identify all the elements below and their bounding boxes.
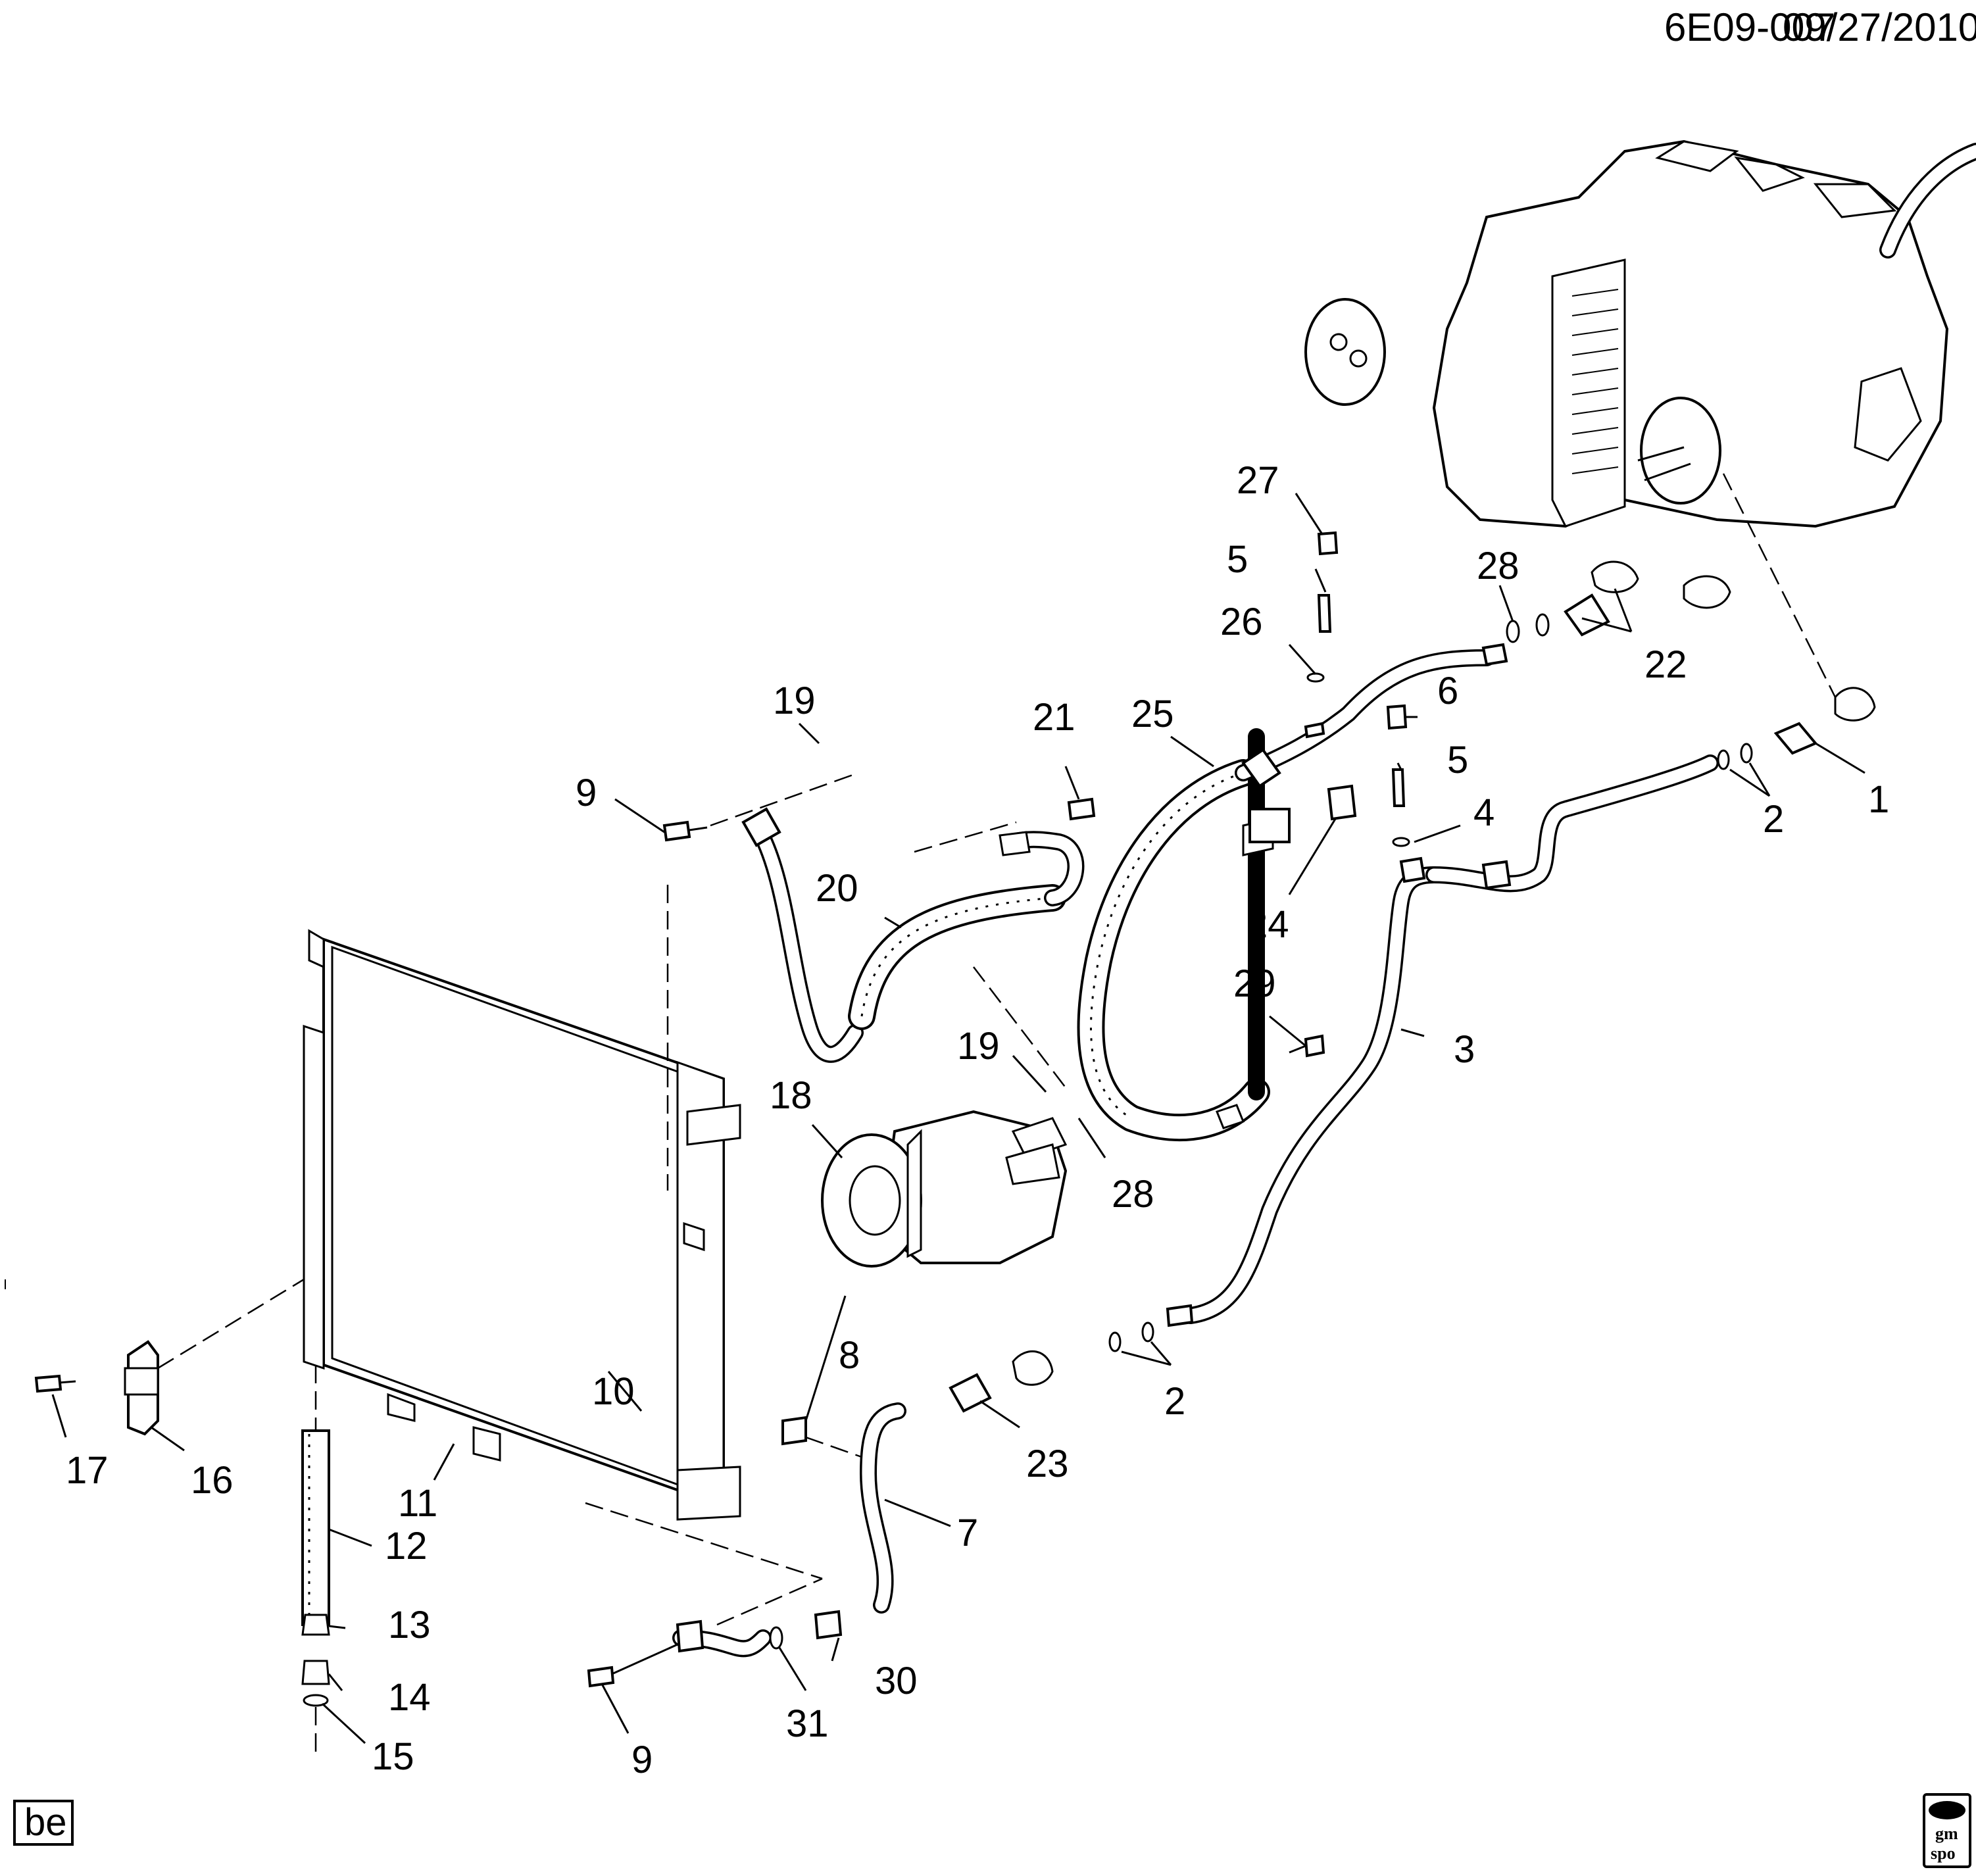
outlet-pipe xyxy=(585,1502,843,1688)
callout-29: 29 xyxy=(1233,962,1276,1005)
section-tag-text: be xyxy=(24,1801,67,1844)
condenser-bracket xyxy=(34,1278,305,1436)
callout-22: 22 xyxy=(1644,643,1687,686)
callout-6: 6 xyxy=(1437,670,1458,712)
callout-numbers: 1 2 2 3 4 5 5 6 7 8 9 9 10 11 12 13 14 1… xyxy=(66,459,1889,1781)
callout-26: 26 xyxy=(1220,601,1263,643)
callout-17: 17 xyxy=(66,1449,109,1492)
condenser xyxy=(303,929,741,1521)
gm-spo-logo: gm spo xyxy=(1923,1793,1971,1868)
callout-3: 3 xyxy=(1454,1028,1475,1071)
pipe-3 xyxy=(1166,754,1719,1327)
pipe-7 xyxy=(781,1321,1154,1614)
callout-24: 24 xyxy=(1247,903,1289,946)
compressor xyxy=(821,1110,1068,1268)
hose-25 xyxy=(1077,643,1508,1142)
callout-19-upper: 19 xyxy=(773,679,816,722)
callout-18: 18 xyxy=(770,1074,812,1117)
logo-line-2: spo xyxy=(1931,1844,1956,1863)
callout-1: 1 xyxy=(1868,778,1889,821)
callout-31: 31 xyxy=(786,1702,829,1745)
callout-11: 11 xyxy=(398,1482,437,1525)
drawing-date: 09/27/2010 xyxy=(1783,5,1976,49)
hose-20 xyxy=(662,797,1096,1063)
callout-5-lower: 5 xyxy=(1447,739,1468,781)
service-valve-low xyxy=(1386,704,1410,847)
callout-28-lower: 28 xyxy=(1112,1173,1154,1216)
callout-21: 21 xyxy=(1033,696,1075,739)
callout-25: 25 xyxy=(1131,693,1174,735)
callout-14: 14 xyxy=(388,1676,431,1719)
callout-12: 12 xyxy=(385,1525,428,1567)
callout-4: 4 xyxy=(1473,791,1494,834)
callout-7: 7 xyxy=(957,1512,978,1554)
callout-13: 13 xyxy=(388,1604,431,1646)
callout-10: 10 xyxy=(592,1370,635,1413)
callout-9-lower: 9 xyxy=(631,1739,653,1781)
callout-23: 23 xyxy=(1026,1443,1069,1485)
callout-30: 30 xyxy=(875,1660,918,1702)
callout-16: 16 xyxy=(191,1459,234,1502)
callout-2-upper: 2 xyxy=(1763,798,1784,841)
drawing-id: 6E09-007 xyxy=(1664,5,1835,49)
callout-9-upper: 9 xyxy=(576,772,597,814)
callout-28-upper: 28 xyxy=(1477,545,1519,587)
leader-lines xyxy=(51,493,1865,1744)
receiver-dryer xyxy=(301,1365,330,1756)
hvac-module xyxy=(1304,139,1976,609)
callout-19-lower: 19 xyxy=(957,1025,1000,1068)
callout-27: 27 xyxy=(1237,459,1279,502)
callout-20: 20 xyxy=(816,867,858,910)
callout-8: 8 xyxy=(839,1334,860,1377)
callout-5-upper: 5 xyxy=(1227,538,1248,581)
callout-2-lower: 2 xyxy=(1164,1380,1185,1423)
service-valve-high xyxy=(1306,531,1339,683)
callout-15: 15 xyxy=(372,1735,414,1778)
section-tag xyxy=(13,1800,74,1846)
logo-line-1: gm xyxy=(1935,1824,1958,1843)
